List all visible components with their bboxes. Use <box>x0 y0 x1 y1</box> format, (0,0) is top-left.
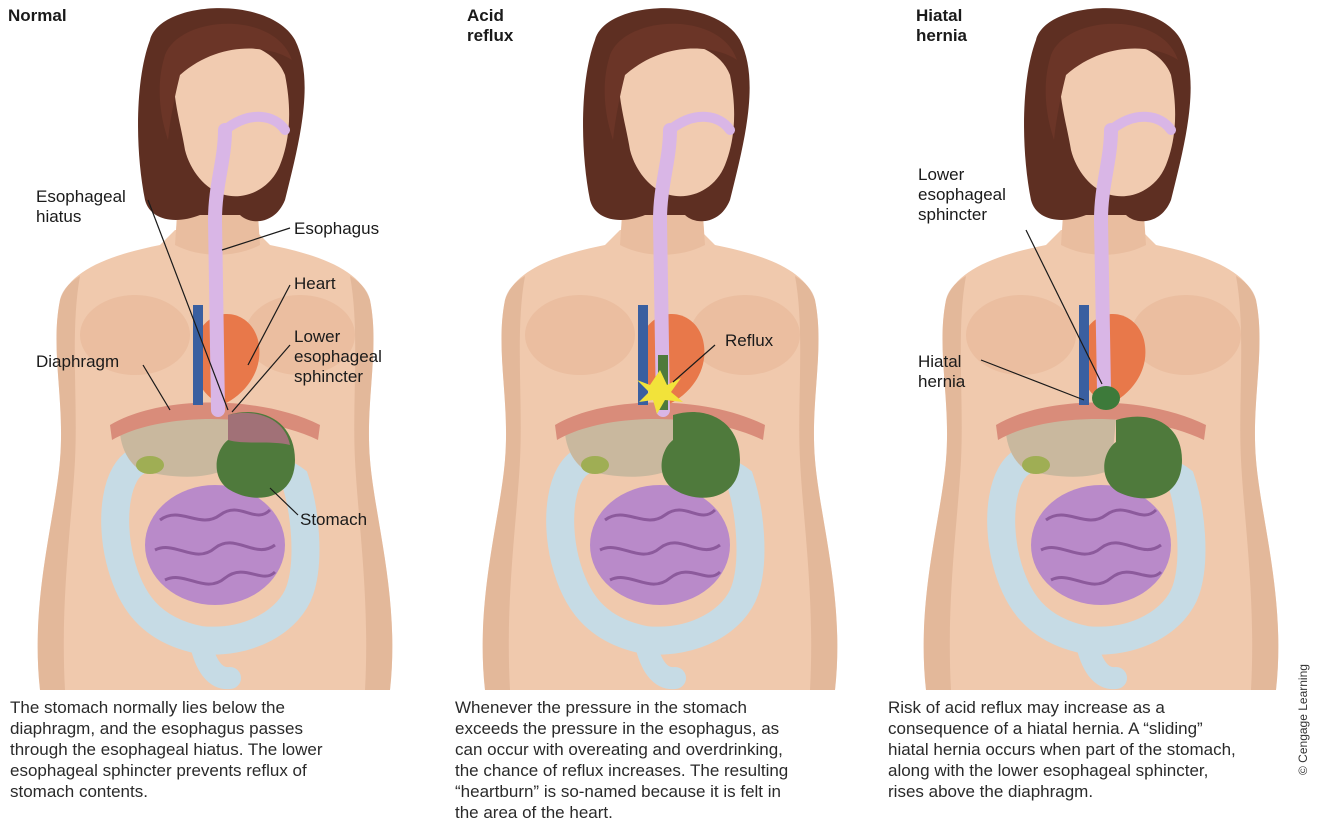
panel-title: Hiatal hernia <box>916 6 967 46</box>
label-heart: Heart <box>294 274 336 294</box>
label-diaphragm: Diaphragm <box>36 352 119 372</box>
credit-text: © Cengage Learning <box>1296 664 1310 775</box>
label-esophageal-hiatus: Esophageal hiatus <box>36 187 126 227</box>
hiatal-hernia-illustration <box>886 0 1326 690</box>
acid-reflux-illustration <box>445 0 885 690</box>
panel-title: Acid reflux <box>467 6 513 46</box>
label-hiatal-hernia: Hiatal hernia <box>918 352 965 392</box>
caption: Risk of acid reflux may increase as a co… <box>888 697 1240 802</box>
label-lower-esophageal-sphincter: Lower esophageal sphincter <box>918 165 1006 225</box>
caption: The stomach normally lies below the diap… <box>10 697 345 802</box>
panel-acid-reflux: Acid reflux Reflux Whenever the pressure… <box>445 0 885 833</box>
panel-title: Normal <box>8 6 67 26</box>
label-reflux: Reflux <box>725 331 773 351</box>
panel-normal: Normal Esophageal hiatus Esophagus Heart… <box>0 0 440 833</box>
caption: Whenever the pressure in the stomach exc… <box>455 697 800 823</box>
panel-hiatal-hernia: Hiatal hernia Lower esophageal sphincter… <box>886 0 1326 833</box>
label-esophagus: Esophagus <box>294 219 379 239</box>
label-lower-esophageal-sphincter: Lower esophageal sphincter <box>294 327 382 387</box>
copyright-credit: © Cengage Learning <box>1296 670 1316 780</box>
label-stomach: Stomach <box>300 510 367 530</box>
